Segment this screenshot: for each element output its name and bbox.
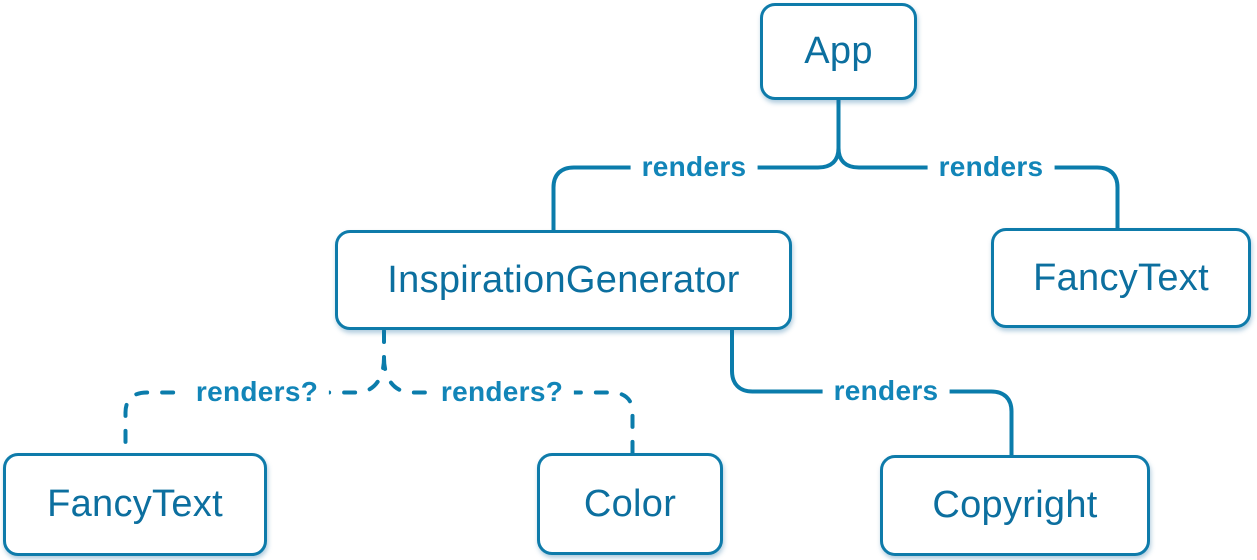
node-color: Color [537,453,723,555]
edge-label-renders-conditional-color: renders? [429,376,575,408]
edge-label-renders-copyright: renders [822,375,950,407]
edge-label-renders-conditional-fancytext: renders? [184,376,330,408]
node-app: App [760,3,917,100]
edge-app-fancytext-line [836,146,1120,231]
node-inspiration-generator: InspirationGenerator [335,230,792,330]
node-fancy-text-bottom: FancyText [3,453,267,556]
edge-label-renders-app-fancytext: renders [927,151,1055,183]
node-fancy-text-top: FancyText [991,228,1251,328]
edge-label-renders-app-inspirationgenerator: renders [630,151,758,183]
node-copyright: Copyright [880,455,1150,556]
